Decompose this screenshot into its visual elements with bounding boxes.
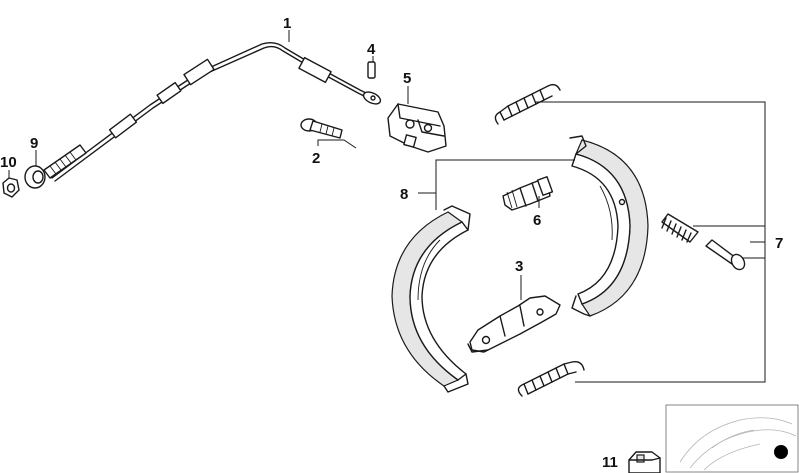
callout-2: 2 [312, 150, 320, 167]
callout-labels: 1 2 3 4 5 6 7 8 9 10 11 [0, 15, 783, 471]
bolt [300, 118, 343, 139]
location-marker [774, 445, 788, 459]
adjusting-lever [467, 295, 561, 353]
brake-shoe-left [391, 205, 471, 393]
hold-down-pin [705, 239, 746, 271]
callout-5: 5 [403, 70, 411, 87]
brake-shoe-right [569, 135, 649, 317]
callout-6: 6 [533, 212, 541, 229]
callout-11: 11 [602, 454, 618, 471]
vehicle-locator-thumbnail [665, 404, 799, 473]
cable-threaded-end [43, 144, 87, 179]
callout-10: 10 [0, 154, 17, 171]
handbrake-cable [43, 41, 382, 182]
callout-7: 7 [775, 235, 783, 252]
bracket [387, 103, 447, 153]
shoe-adjuster [502, 176, 554, 211]
leader-lines [8, 30, 766, 383]
pin [367, 61, 376, 79]
small-nut [2, 177, 20, 198]
hold-down-spring [661, 213, 699, 243]
callout-8: 8 [400, 186, 408, 203]
callout-1: 1 [283, 15, 291, 32]
lower-return-spring [517, 360, 585, 397]
cable-nut [24, 165, 46, 189]
callout-4: 4 [367, 41, 376, 58]
callout-9: 9 [30, 135, 38, 152]
clip [628, 451, 661, 473]
upper-return-spring [494, 83, 561, 125]
callout-3: 3 [515, 258, 523, 275]
